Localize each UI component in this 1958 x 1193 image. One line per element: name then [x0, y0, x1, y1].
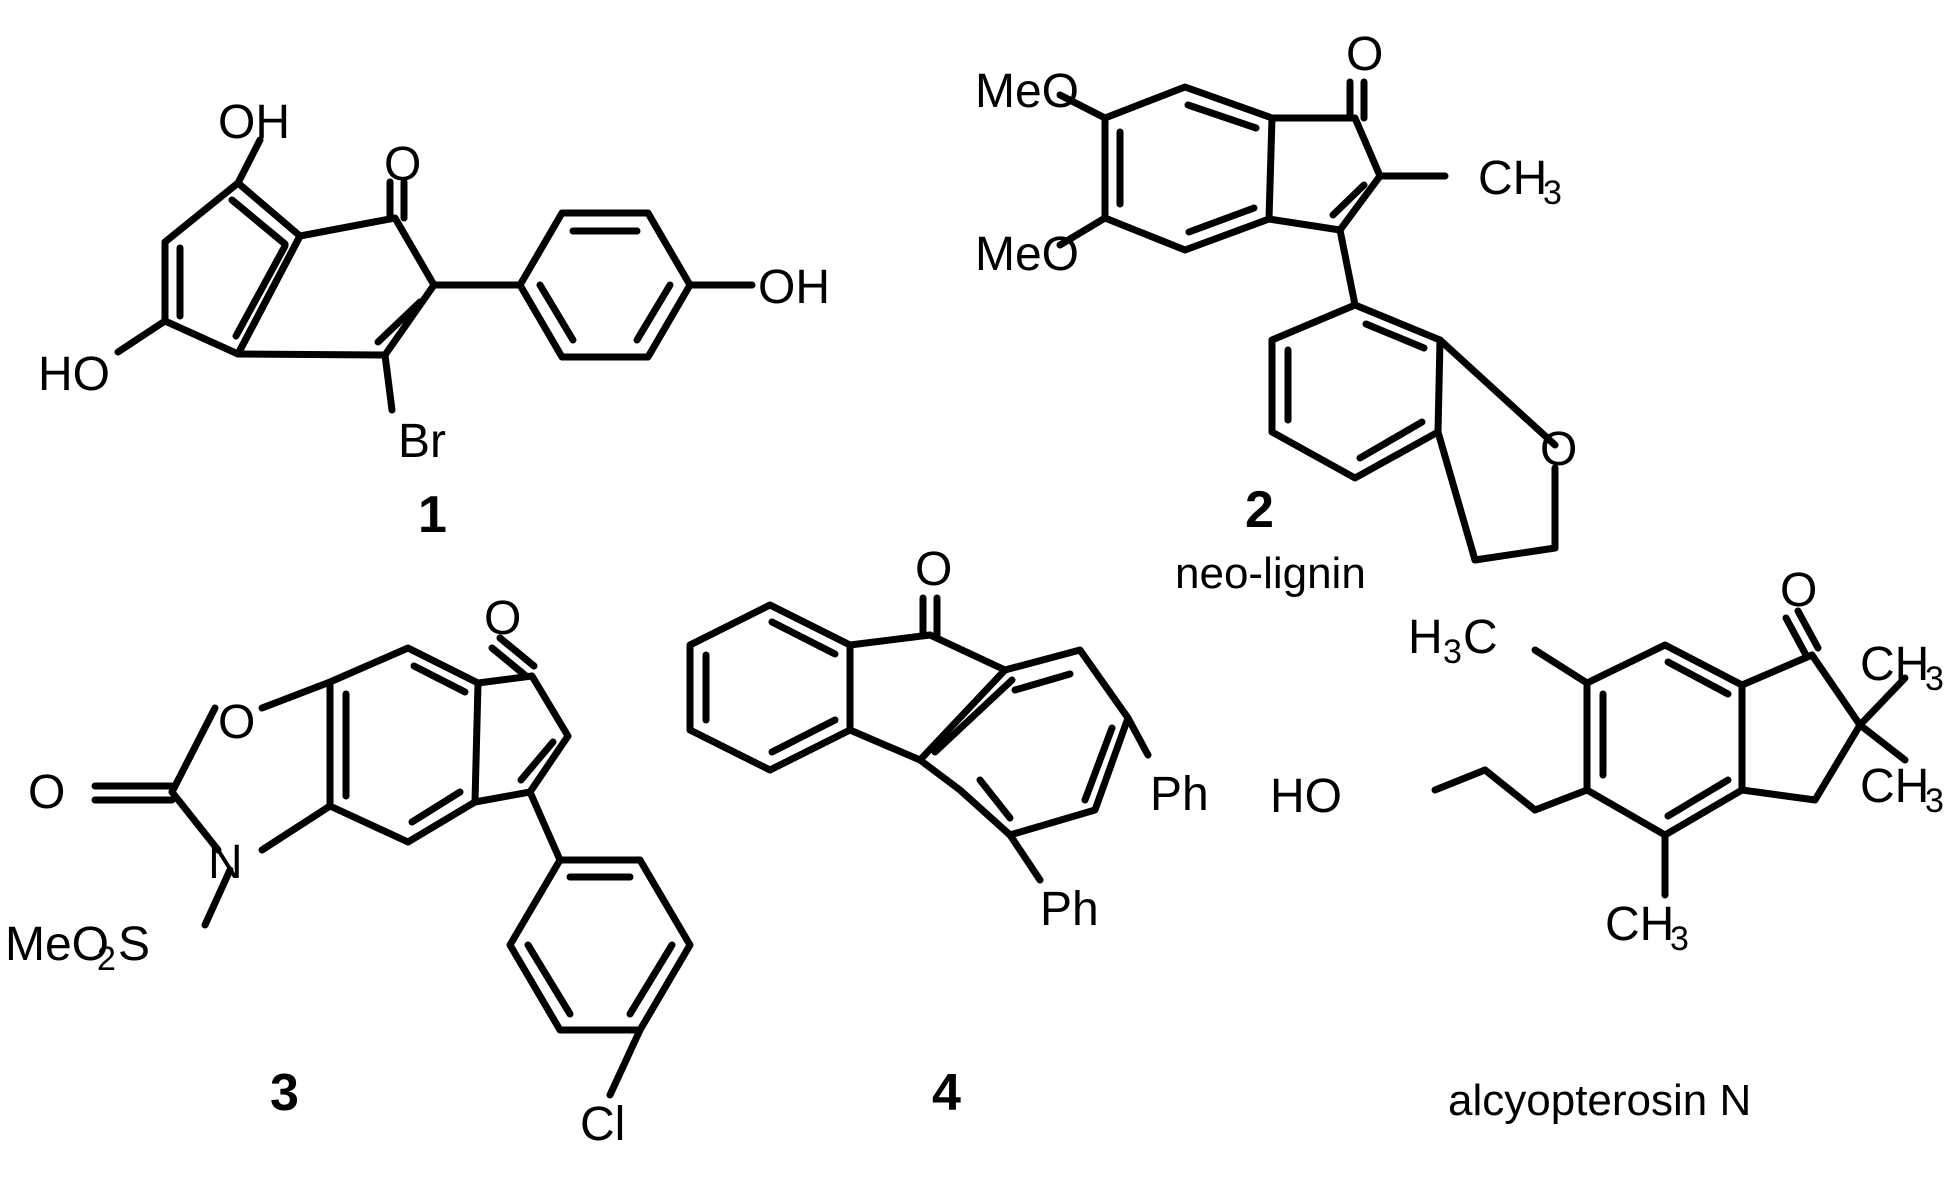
compound-name: neo-lignin: [1175, 549, 1366, 598]
compound-3: O O N MeO 2 S O Cl 3: [5, 592, 694, 1151]
ring-o-label: O: [218, 696, 255, 749]
compound-number: 3: [270, 1064, 299, 1122]
meo-bottom-label: MeO: [975, 228, 1079, 281]
compound-alcyopterosin-n: H 3 C O CH 3 CH 3 HO CH 3 alcyopterosin …: [1270, 564, 1944, 1125]
compound-2-bonds: [1056, 78, 1559, 564]
ch3-bottom-subscript: 3: [1670, 920, 1689, 958]
furan-o-label: O: [1540, 423, 1577, 476]
exo-o-label: O: [28, 766, 65, 819]
alcyopterosin-bonds: [1431, 607, 1909, 899]
compound-number: 2: [1245, 481, 1274, 539]
ho-label: HO: [1270, 770, 1342, 823]
compound-4-bonds: [686, 594, 1152, 884]
ch3-label: CH: [1478, 152, 1547, 205]
oh-top-label: OH: [218, 96, 290, 149]
h3c-subscript: 3: [1443, 633, 1462, 671]
br-label: Br: [398, 415, 446, 468]
ch3-top-subscript: 3: [1925, 660, 1944, 698]
h3c-h-label: H: [1408, 611, 1443, 664]
ho-left-label: HO: [38, 348, 110, 401]
compound-number: 4: [932, 1064, 961, 1122]
meo-top-label: MeO: [975, 65, 1079, 118]
compound-2: MeO MeO O CH 3 O 2 neo-lignin: [975, 28, 1577, 598]
meo2s-pre-label: MeO: [5, 918, 109, 971]
compound-1: OH O OH HO Br 1: [38, 96, 830, 544]
ch3-right-subscript: 3: [1925, 782, 1944, 820]
ch3-bottom-label: CH: [1605, 898, 1674, 951]
compound-4: O Ph Ph 4: [686, 543, 1209, 1122]
compound-name: alcyopterosin N: [1448, 1076, 1751, 1125]
meo2s-subscript: 2: [97, 940, 116, 978]
n-label: N: [208, 836, 243, 889]
h3c-c-label: C: [1463, 611, 1498, 664]
oh-right-label: OH: [758, 261, 830, 314]
cl-label: Cl: [580, 1098, 625, 1151]
ph-bottom-label: Ph: [1040, 883, 1099, 936]
ph-top-label: Ph: [1150, 768, 1209, 821]
oxo-label: O: [484, 592, 521, 645]
ch3-subscript: 3: [1543, 174, 1562, 212]
oxo-label: O: [384, 138, 421, 191]
ch3-right-label: CH: [1860, 760, 1929, 813]
oxo-label: O: [1780, 564, 1817, 617]
compound-number: 1: [418, 486, 447, 544]
ch3-top-label: CH: [1860, 638, 1929, 691]
oxo-label: O: [1346, 28, 1383, 81]
meo2s-post-label: S: [118, 918, 150, 971]
compound-1-bonds: [114, 136, 756, 414]
oxo-label: O: [915, 543, 952, 596]
compound-3-bonds: [91, 634, 694, 1099]
